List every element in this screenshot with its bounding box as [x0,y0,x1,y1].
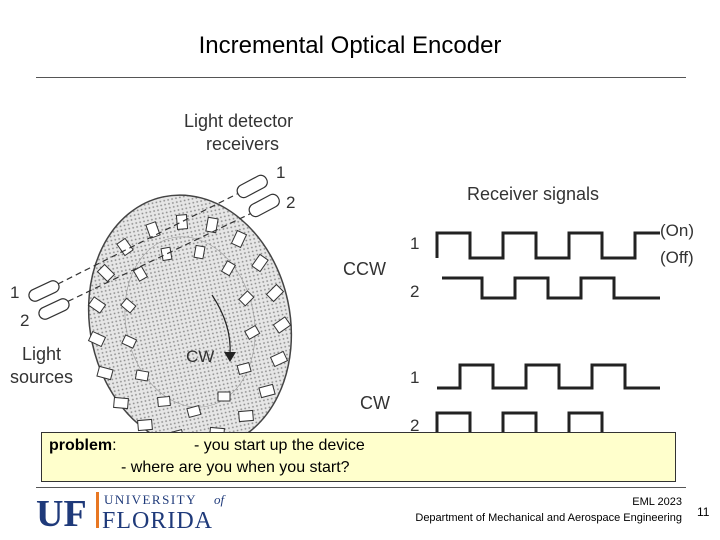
ccw-channel-1: 1 [410,234,419,253]
detector-number-2: 2 [286,193,295,212]
cw-channel-1: 1 [410,368,419,387]
source-cylinders [28,280,70,320]
ccw-label: CCW [343,259,386,279]
receiver-cylinders [236,174,280,218]
off-label: (Off) [660,248,694,267]
detector-label-line1: Light detector [184,111,293,131]
detector-label-line2: receivers [206,134,279,154]
problem-callout: problem: - you start up the device - whe… [41,432,676,482]
ccw-waveform-1 [435,231,660,260]
logo-uf: UF [36,493,87,530]
logo-university: UNIVERSITY [104,492,197,507]
source-number-1: 1 [10,283,19,302]
disk-direction-label: CW [186,347,214,366]
on-label: (On) [660,221,694,240]
footer-divider [36,487,686,488]
footer-text: EML 2023 Department of Mechanical and Ae… [415,494,682,526]
light-beams [39,189,259,311]
uf-logo: UF UNIVERSITY of FLORIDA [36,492,227,530]
source-number-2: 2 [20,311,29,330]
problem-line-2: - where are you when you start? [121,459,350,476]
logo-of: of [214,492,227,507]
source-label-line2: sources [10,367,73,387]
course-code: EML 2023 [632,496,682,508]
problem-line-1: - you start up the device [194,437,365,454]
ccw-waveform-2 [442,276,660,300]
encoder-diagram: CW Light detector receivers 1 2 1 2 Ligh… [10,111,694,445]
page-number: 11 [697,505,710,519]
signals-title: Receiver signals [467,184,599,204]
cw-waveform-1 [437,363,660,390]
encoder-disk: CW [87,194,293,445]
problem-prefix: problem [49,437,113,454]
slide-title: Incremental Optical Encoder [198,32,502,59]
department-name: Department of Mechanical and Aerospace E… [415,512,682,524]
ccw-channel-2: 2 [410,282,419,301]
cw-label: CW [360,393,390,413]
waveforms [435,231,660,437]
cw-waveform-2 [435,411,660,437]
title-divider [36,77,686,78]
source-label-line1: Light [22,344,61,364]
logo-florida: FLORIDA [102,508,213,530]
detector-number-1: 1 [276,163,285,182]
cw-channel-2: 2 [410,416,419,435]
